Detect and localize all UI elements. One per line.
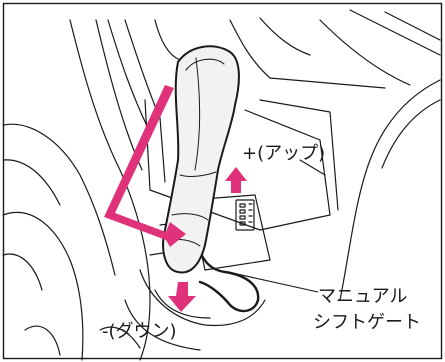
downshift-arrow [168, 282, 196, 312]
gate-leader-line [227, 271, 319, 293]
manual-gate-label-line1: マニュアル [318, 286, 407, 307]
manual-shift-gate [193, 233, 260, 313]
manual-gate-label-line2: シフトゲート [313, 312, 421, 333]
manual-gate-path-arrow [104, 85, 186, 247]
shift-lever [162, 45, 240, 274]
shift-arrows [104, 85, 247, 312]
console-linework [2, 9, 441, 361]
upshift-label: +(アップ) [242, 143, 325, 164]
downshift-label: -(ダウン) [102, 321, 177, 342]
upshift-arrow [225, 167, 247, 193]
